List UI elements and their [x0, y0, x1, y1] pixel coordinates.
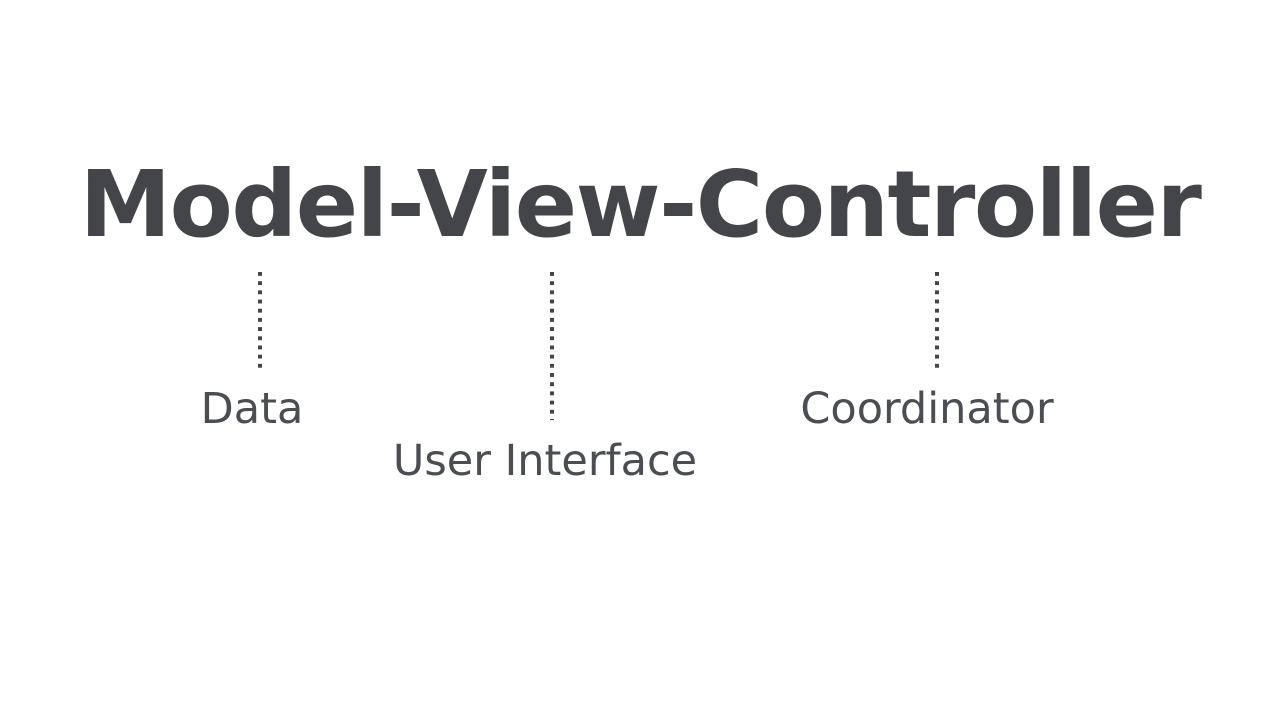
leader-line-controller [935, 272, 939, 369]
annotation-label-controller: Coordinator [800, 384, 1054, 434]
leader-line-view [550, 272, 554, 420]
leader-line-model [258, 272, 262, 369]
page-title: Model-View-Controller [79, 151, 1202, 258]
annotation-label-view: User Interface [392, 436, 698, 486]
annotation-label-model: Data [200, 384, 304, 434]
